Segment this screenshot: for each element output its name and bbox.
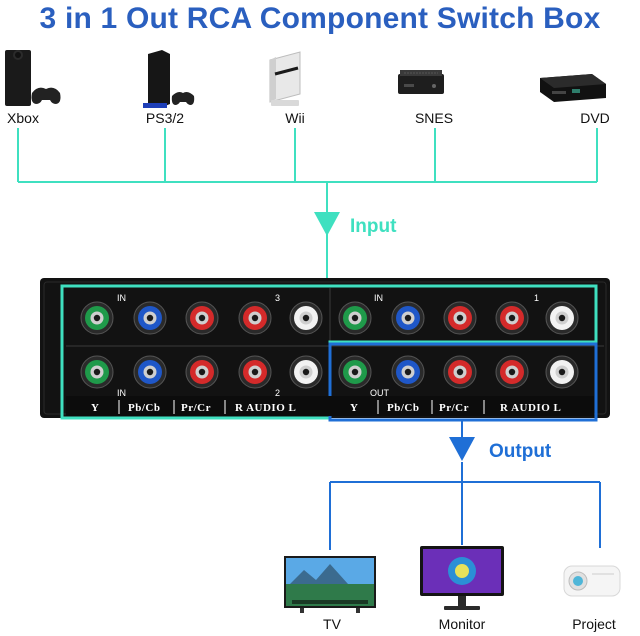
xbox-console-icon [5,50,61,106]
rca-jack [185,355,219,389]
wii-console-icon [269,51,301,106]
output-arrow-icon [449,437,475,461]
rca-jack [391,355,425,389]
rca-jack [80,355,114,389]
rca-jack [133,301,167,335]
input-highlight-frame [60,284,598,420]
rca-jack [338,355,372,389]
tv-icon [284,556,376,613]
dvd-player-icon [540,74,606,102]
source-label-xbox: Xbox [7,110,39,126]
playstation-console-icon [143,50,195,108]
rca-jacks [80,301,579,389]
port-number-3: 3 [275,293,280,303]
snes-box-icon [398,70,444,94]
rca-jack [289,301,323,335]
source-label-dvd: DVD [580,110,610,126]
rca-jack [443,301,477,335]
rca-jack [338,301,372,335]
rca-jack [133,355,167,389]
rca-jack [545,301,579,335]
input-connector-lines [17,128,598,285]
label-pbcb-right: Pb/Cb [387,402,419,414]
source-label-wii: Wii [285,110,305,126]
in-label-1: IN [374,293,383,303]
page-title: 3 in 1 Out RCA Component Switch Box [39,2,601,35]
source-label-ps32: PS3/2 [145,110,185,126]
port-number-2: 2 [275,388,280,398]
label-pbcb-left: Pb/Cb [128,402,160,414]
label-prcr-left: Pr/Cr [181,402,211,414]
label-audio-left: R AUDIO L [235,402,296,414]
rca-jack [391,301,425,335]
output-label-project: Project [572,616,616,632]
label-y-left: Y [91,402,99,414]
port-number-1: 1 [534,293,539,303]
rca-jack [495,301,529,335]
monitor-icon [420,546,504,610]
rca-jack [185,301,219,335]
label-y-right: Y [350,402,358,414]
rca-jack [238,355,272,389]
in-label-2: IN [117,388,126,398]
output-label-monitor: Monitor [438,616,486,632]
input-label: Input [350,216,397,237]
in-label-3: IN [117,293,126,303]
rca-jack [443,355,477,389]
rca-jack [495,355,529,389]
projector-icon [563,565,621,597]
rca-jack [289,355,323,389]
source-label-snes: SNES [414,110,454,126]
out-label: OUT [370,388,390,398]
rca-jack [80,301,114,335]
label-audio-right: R AUDIO L [500,402,561,414]
input-arrow-icon [314,212,340,236]
output-label-tv: TV [323,616,341,632]
output-connector-lines [329,420,601,550]
label-prcr-right: Pr/Cr [439,402,469,414]
rca-jack [238,301,272,335]
output-label: Output [489,441,552,462]
rca-jack [545,355,579,389]
